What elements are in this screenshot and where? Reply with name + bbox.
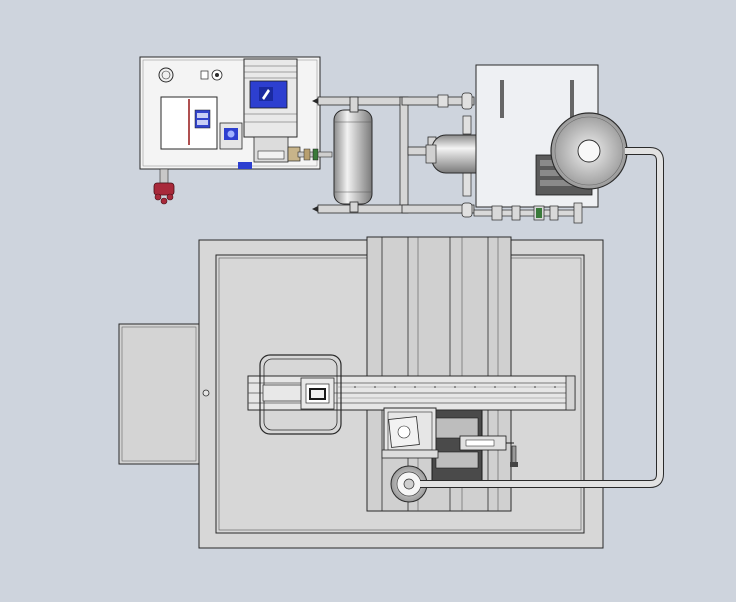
switch-group[interactable] bbox=[200, 69, 223, 81]
pressure-gauge-icon bbox=[158, 67, 174, 83]
vertical-tank[interactable] bbox=[333, 109, 373, 205]
side-panel[interactable] bbox=[118, 323, 200, 465]
green-fitting bbox=[536, 208, 542, 218]
breaker-unit[interactable] bbox=[219, 122, 243, 150]
spindle-carriage[interactable] bbox=[431, 409, 507, 483]
pipe-stubs bbox=[312, 98, 318, 212]
inlet-fitting[interactable] bbox=[287, 146, 333, 162]
x-motor-housing[interactable] bbox=[259, 354, 342, 435]
pipe-valves[interactable] bbox=[437, 92, 473, 218]
cooling-fan[interactable] bbox=[550, 112, 628, 190]
door-knob[interactable] bbox=[202, 389, 210, 397]
rail-bolts bbox=[354, 386, 556, 388]
coolant-line[interactable] bbox=[420, 148, 663, 487]
carriage-handle[interactable] bbox=[506, 442, 518, 467]
drain-valve[interactable] bbox=[153, 168, 175, 205]
pump-motor[interactable] bbox=[243, 58, 298, 163]
spindle-disc[interactable] bbox=[390, 465, 428, 503]
spindle-head[interactable] bbox=[381, 407, 439, 459]
display-module[interactable] bbox=[160, 96, 218, 150]
terminal-block bbox=[238, 162, 252, 169]
